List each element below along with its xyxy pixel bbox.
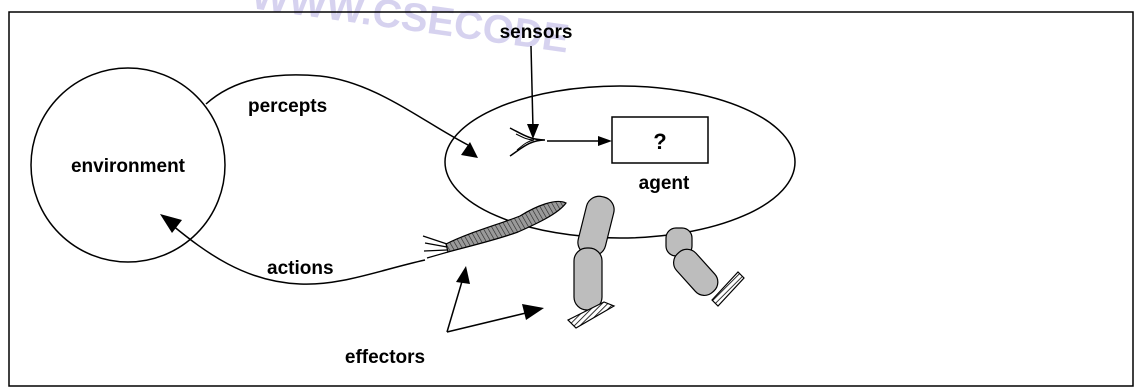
agent-program-box: [611, 116, 709, 164]
percepts-label: percepts: [248, 96, 327, 117]
agent-ellipse: [444, 85, 796, 239]
environment-label: environment: [71, 156, 186, 177]
effectors-arrowhead-up: [456, 266, 470, 284]
effector-leg-rear: [665, 227, 745, 307]
actions-arrow: [171, 224, 426, 285]
effectors-arrow-right: [446, 311, 531, 333]
actions-arrowhead: [160, 214, 182, 233]
agent-program-question: ?: [653, 129, 666, 154]
effectors-arrow-up: [446, 277, 464, 333]
sensors-arrow: [530, 45, 534, 130]
percepts-arrowhead: [461, 142, 478, 158]
sensors-arrowhead: [527, 124, 539, 139]
actions-label: actions: [267, 258, 334, 279]
sensors-label: sensors: [500, 22, 573, 43]
internal-arrowhead: [598, 136, 612, 146]
agent-label: agent: [639, 173, 690, 194]
effector-arm: [422, 200, 567, 259]
effector-leg-front: [566, 195, 616, 329]
effectors-label: effectors: [345, 347, 425, 368]
environment-circle: [30, 67, 226, 263]
diagram-frame: [8, 11, 1134, 387]
sensor-icon: [509, 127, 546, 157]
percepts-arrow: [205, 74, 469, 146]
effectors-arrowhead-right: [522, 304, 544, 320]
